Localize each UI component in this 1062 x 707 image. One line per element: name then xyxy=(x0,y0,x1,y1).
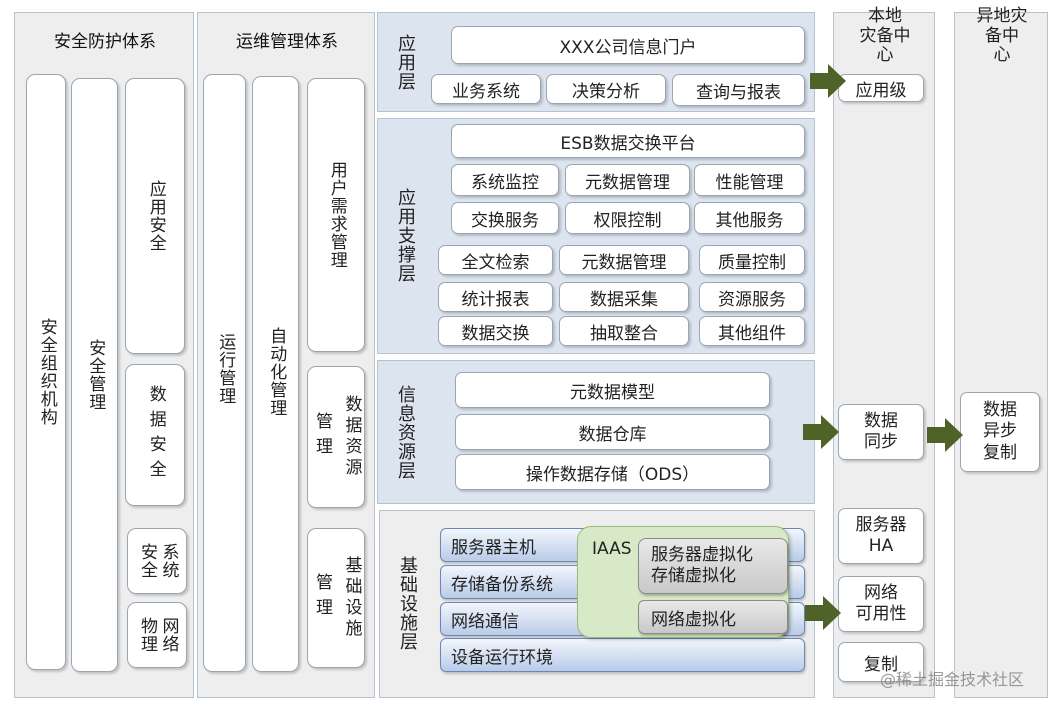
security-mgmt-column: 安全管理 xyxy=(71,78,118,672)
data-res-col2: 管理 xyxy=(312,412,332,462)
security-org-column: 安全组织机构 xyxy=(26,74,66,670)
server-ha-1: 服务器 xyxy=(855,514,907,535)
app-layer-label: 应用层 xyxy=(395,33,416,91)
info-item-metadata-model: 元数据模型 xyxy=(455,372,770,408)
support-r4-c2: 数据采集 xyxy=(559,282,689,312)
async-2: 异步 xyxy=(983,421,1017,442)
virt-server-storage-box: 服务器虚拟化 存储虚拟化 xyxy=(638,538,788,594)
arrow-right-icon xyxy=(805,596,841,630)
info-item-warehouse: 数据仓库 xyxy=(455,414,770,450)
support-r3-c3: 质量控制 xyxy=(699,245,805,275)
data-security-box: 数据安全 xyxy=(125,364,185,506)
data-sync-box: 数据 同步 xyxy=(838,404,924,460)
server-ha-box: 服务器 HA xyxy=(838,508,924,564)
app-security-label: 应用安全 xyxy=(145,180,166,252)
infra-mgmt-box: 基础设施 管理 xyxy=(307,528,365,668)
physical-network-col1: 网络 xyxy=(158,617,179,653)
esb-box: ESB数据交换平台 xyxy=(451,124,805,158)
data-security-label: 数据安全 xyxy=(145,385,166,485)
support-r4-c1: 统计报表 xyxy=(438,282,553,312)
remote-dr-title-3: 心 xyxy=(993,45,1011,66)
support-layer-label: 应用支撑层 xyxy=(395,187,416,283)
support-r2-c1: 交换服务 xyxy=(451,202,559,234)
virt-server-label: 服务器虚拟化 xyxy=(651,545,753,565)
app-item-decision: 决策分析 xyxy=(546,74,666,104)
run-mgmt-label: 运行管理 xyxy=(215,333,236,405)
net-avail-1: 网络 xyxy=(864,582,898,603)
async-3: 复制 xyxy=(983,442,1017,463)
local-dr-title: 本地 灾备中 心 xyxy=(834,6,936,66)
info-item-ods: 操作数据存储（ODS） xyxy=(455,454,770,490)
system-security-col2: 安全 xyxy=(137,543,157,579)
support-r2-c2: 权限控制 xyxy=(565,202,690,234)
infra-layer-label: 基础设施层 xyxy=(397,555,418,651)
support-r3-c2: 元数据管理 xyxy=(559,245,689,275)
remote-dr-title-1: 异地灾 xyxy=(976,6,1028,26)
system-security-col1: 系统 xyxy=(158,543,179,579)
app-security-box: 应用安全 xyxy=(125,78,185,354)
data-res-box: 数据资源 管理 xyxy=(307,366,365,508)
auto-mgmt-label: 自动化管理 xyxy=(266,327,287,417)
data-sync-2: 同步 xyxy=(864,432,898,452)
security-org-label: 安全组织机构 xyxy=(36,318,57,426)
infra-mgmt-col2: 管理 xyxy=(312,573,332,623)
physical-network-box: 网络 物理 xyxy=(127,602,187,668)
virt-network-box: 网络虚拟化 xyxy=(638,600,788,634)
support-r1-c1: 系统监控 xyxy=(451,164,559,196)
security-mgmt-label: 安全管理 xyxy=(85,339,106,411)
local-dr-title-1: 本地 xyxy=(868,6,902,26)
support-r3-c1: 全文检索 xyxy=(438,245,553,275)
security-title: 安全防护体系 xyxy=(54,32,156,52)
arrow-right-icon xyxy=(810,64,846,98)
local-dr-title-3: 心 xyxy=(876,45,894,66)
iaas-label: IAAS xyxy=(592,539,632,559)
net-avail-box: 网络 可用性 xyxy=(838,576,924,632)
ops-title: 运维管理体系 xyxy=(236,32,338,52)
physical-network-col2: 物理 xyxy=(137,617,157,653)
system-security-box: 系统 安全 xyxy=(127,528,187,594)
remote-dr-panel: 异地灾 备中 心 xyxy=(954,6,1048,698)
virt-storage-label: 存储虚拟化 xyxy=(651,566,736,587)
support-r1-c3: 性能管理 xyxy=(694,164,805,196)
arrow-right-icon xyxy=(803,415,839,449)
remote-dr-title-2: 备中 xyxy=(985,25,1019,46)
support-r5-c2: 抽取整合 xyxy=(559,316,689,346)
support-r5-c3: 其他组件 xyxy=(699,316,805,346)
arrow-right-icon xyxy=(927,418,963,452)
async-1: 数据 xyxy=(983,400,1017,421)
data-res-col1: 数据资源 xyxy=(341,395,362,479)
watermark: @稀土掘金技术社区 xyxy=(880,670,1025,689)
server-ha-2: HA xyxy=(868,536,894,556)
user-req-label: 用户需求管理 xyxy=(326,161,347,269)
infra-bar-environment: 设备运行环境 xyxy=(440,638,805,672)
support-r2-c3: 其他服务 xyxy=(694,202,805,234)
local-dr-title-2: 灾备中 xyxy=(859,25,911,46)
portal-box: XXX公司信息门户 xyxy=(451,26,805,64)
support-r5-c1: 数据交换 xyxy=(438,316,553,346)
app-level-box: 应用级 xyxy=(838,74,924,102)
app-item-business: 业务系统 xyxy=(431,74,541,104)
support-r4-c3: 资源服务 xyxy=(699,282,805,312)
user-req-box: 用户需求管理 xyxy=(307,78,365,352)
info-layer-label: 信息资源层 xyxy=(395,384,416,480)
data-sync-1: 数据 xyxy=(864,410,898,431)
auto-mgmt-column: 自动化管理 xyxy=(252,76,299,672)
run-mgmt-column: 运行管理 xyxy=(203,74,246,672)
net-avail-2: 可用性 xyxy=(855,604,907,624)
support-r1-c2: 元数据管理 xyxy=(565,164,690,196)
async-replicate-box: 数据 异步 复制 xyxy=(960,392,1040,472)
infra-mgmt-col1: 基础设施 xyxy=(341,556,362,640)
replicate-box: 复制 xyxy=(838,642,924,682)
remote-dr-title: 异地灾 备中 心 xyxy=(955,6,1049,66)
app-item-query: 查询与报表 xyxy=(672,74,805,106)
virt-network-label: 网络虚拟化 xyxy=(651,609,736,630)
